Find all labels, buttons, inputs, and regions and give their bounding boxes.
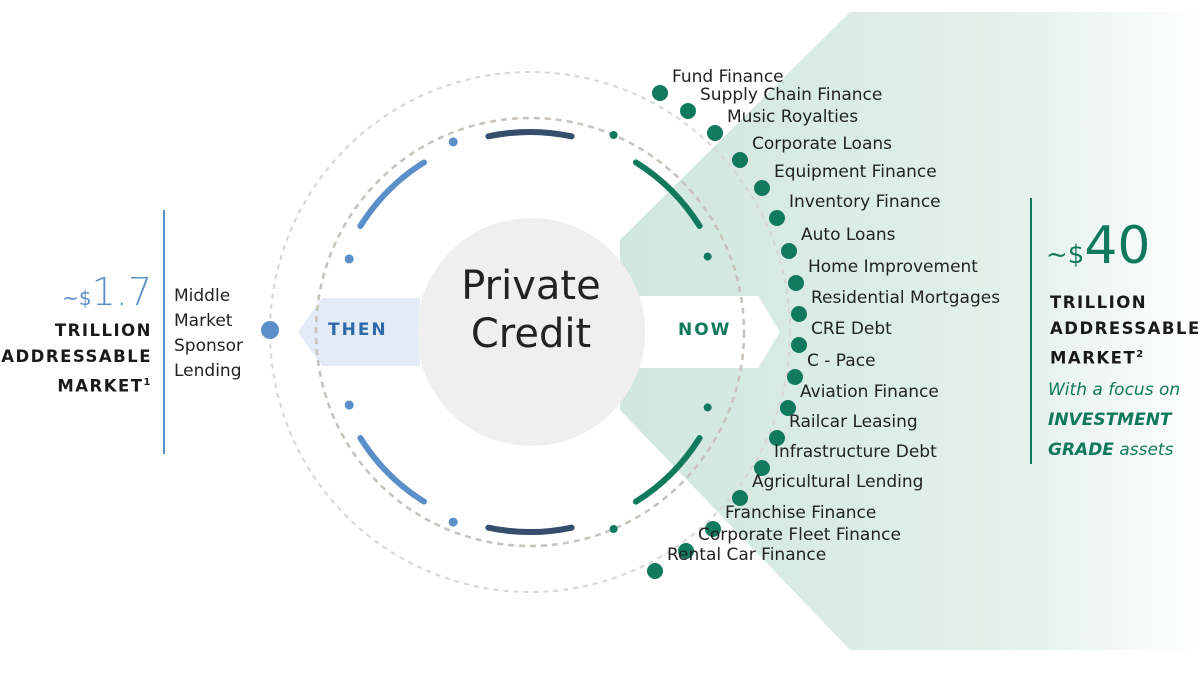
now-label: NOW: [678, 320, 732, 340]
asset-class-item: CRE Debt: [811, 319, 892, 339]
upper-right-arc: [632, 159, 703, 230]
lower-right-arc: [632, 434, 703, 505]
item-dot: [732, 152, 748, 168]
accent-dot: [448, 137, 458, 147]
right-focus-note: With a focus on INVESTMENT GRADE assets: [1048, 380, 1181, 460]
item-dot: [705, 521, 721, 537]
item-dot: [791, 306, 807, 322]
accent-dot: [609, 131, 618, 140]
accent-dot: [344, 400, 354, 410]
asset-class-item: Music Royalties: [727, 107, 859, 127]
right-divider: [1030, 198, 1032, 464]
asset-class-item: Corporate Loans: [752, 134, 893, 154]
item-dot: [791, 337, 807, 353]
inner-dashed-ring: [314, 116, 746, 548]
decorative-arcs: [344, 129, 712, 535]
asset-class-item: Equipment Finance: [774, 162, 937, 182]
asset-class-item: Inventory Finance: [789, 192, 941, 212]
left-market-size: ~$1.7: [62, 270, 152, 314]
outer-dashed-ring: [269, 71, 791, 593]
item-dot: [787, 369, 803, 385]
item-dot: [780, 400, 796, 416]
right-market-size: ~$40: [1046, 216, 1151, 276]
asset-class-item: Auto Loans: [801, 225, 896, 245]
then-arrow: [298, 298, 420, 366]
then-dot: [261, 321, 279, 339]
asset-class-item: Corporate Fleet Finance: [698, 525, 901, 545]
asset-class-item: Supply Chain Finance: [700, 85, 883, 105]
item-dots: [647, 85, 807, 579]
then-label: THEN: [328, 320, 388, 340]
asset-class-item: Agricultural Lending: [752, 472, 924, 492]
now-fan-background: [620, 12, 1200, 650]
accent-dot: [703, 252, 712, 261]
accent-dot: [703, 403, 712, 412]
left-divider: [163, 210, 165, 454]
item-dot: [754, 460, 770, 476]
item-dot: [647, 563, 663, 579]
accent-dot: [344, 254, 354, 264]
item-dot: [769, 430, 785, 446]
item-dot: [788, 275, 804, 291]
item-dot: [769, 210, 785, 226]
item-dot: [781, 243, 797, 259]
asset-class-item: Home Improvement: [808, 257, 978, 277]
item-dot: [754, 180, 770, 196]
lower-left-arc: [357, 434, 428, 505]
item-dot: [652, 85, 668, 101]
now-arrow: [620, 296, 780, 368]
asset-class-item: Railcar Leasing: [789, 412, 918, 432]
asset-class-item: Rental Car Finance: [667, 545, 827, 565]
top-arc: [485, 129, 575, 140]
bottom-arc: [485, 524, 575, 535]
accent-dot: [609, 524, 618, 533]
upper-left-arc: [357, 159, 428, 230]
item-dot: [678, 543, 694, 559]
asset-class-item: Infrastructure Debt: [774, 442, 937, 462]
item-dot: [732, 490, 748, 506]
asset-class-item: Aviation Finance: [800, 382, 939, 402]
asset-class-item: C - Pace: [807, 351, 876, 371]
asset-class-item: Franchise Finance: [725, 503, 877, 523]
item-dot: [680, 103, 696, 119]
center-circle: [417, 218, 645, 446]
accent-dot: [448, 517, 458, 527]
asset-class-item: Fund Finance: [672, 67, 784, 87]
asset-class-item: Residential Mortgages: [811, 288, 1001, 308]
item-dot: [707, 125, 723, 141]
